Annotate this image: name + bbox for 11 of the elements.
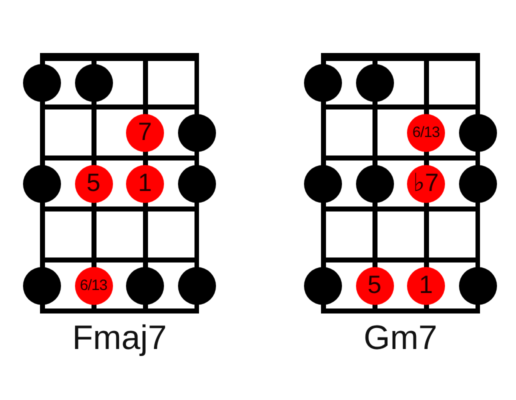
interval-label: 5 [86,171,100,196]
interval-label: 7 [138,120,152,145]
interval-label: 6/13 [80,278,108,293]
interval-label: 6/13 [412,125,440,140]
interval-label: ♭7 [413,171,439,196]
chord-diagram [23,53,216,358]
chord-name: Gm7 [364,318,438,358]
chord-name: Fmaj7 [72,318,167,358]
interval-label: 5 [368,273,382,298]
interval-label: 1 [138,171,152,196]
interval-label: 1 [419,273,433,298]
